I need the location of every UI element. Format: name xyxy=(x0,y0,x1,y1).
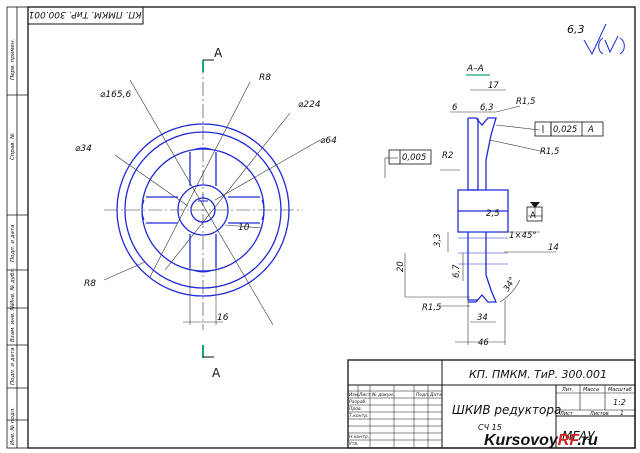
tb-lit: Лит. xyxy=(561,387,574,393)
chamfer-1x45: 1×45° xyxy=(509,231,537,241)
dim-r8-top: R8 xyxy=(259,73,271,83)
dim-25: 2,5 xyxy=(486,209,500,219)
tb-row-prov: Пров. xyxy=(349,406,362,412)
dim-17: 17 xyxy=(488,81,499,91)
dim-67: 6,7 xyxy=(452,264,462,278)
radius-r2: R2 xyxy=(442,151,453,161)
section-marker-top: A xyxy=(214,46,223,60)
tb-col-date: Дата xyxy=(429,392,442,398)
tb-row-nkontr: Н.контр. xyxy=(349,434,369,440)
dim-46: 46 xyxy=(478,338,489,348)
dim-33: 3,3 xyxy=(433,233,443,247)
top-stamp: КП. ПМКМ. ТиР. 300.001 xyxy=(28,9,141,19)
dim-20: 20 xyxy=(396,261,406,272)
front-view: ⌀165,6 R8 ⌀224 ⌀34 ⌀64 R8 10 16 xyxy=(75,60,337,330)
tb-material: СЧ 15 xyxy=(478,423,502,432)
dim-6: 6 xyxy=(452,103,458,113)
dim-10: 10 xyxy=(238,223,250,233)
tb-col-izm: Изм. xyxy=(349,392,360,398)
tb-scale: Масштаб xyxy=(608,387,632,393)
tb-org: МГАУ xyxy=(562,429,595,443)
section-view: A–A 17 6 6,3 R1,5 0,025 A R1,5 R2 0,005 … xyxy=(384,64,604,348)
tb-col-sign: Подп. xyxy=(416,392,430,398)
dim-d64: ⌀64 xyxy=(320,136,337,146)
tb-row-utv: Утв. xyxy=(349,441,358,447)
dim-16: 16 xyxy=(217,313,229,323)
side-label-4: Взам. инв. № xyxy=(10,304,16,342)
datum-a: A xyxy=(530,211,536,221)
tolerance-value: 0,025 xyxy=(553,125,577,135)
roughness-value: 6,3 xyxy=(567,23,585,36)
side-label-5: Подп. и дата xyxy=(10,347,16,385)
tb-scale-value: 1:2 xyxy=(613,398,626,407)
section-markers xyxy=(202,59,214,358)
angle-34: 34° xyxy=(502,275,518,293)
side-label-2: Подп. и дата xyxy=(10,224,16,262)
dim-d224: ⌀224 xyxy=(298,100,321,110)
dim-d34: ⌀34 xyxy=(75,144,92,154)
tb-sheet: Лист xyxy=(559,411,574,417)
roughness-symbol xyxy=(583,23,625,56)
top-stamp-box xyxy=(27,6,144,25)
watermark: KursovoyRF.ru xyxy=(484,432,598,449)
section-title: A–A xyxy=(466,64,484,74)
dim-63: 6,3 xyxy=(480,103,494,113)
runout-value: 0,005 xyxy=(402,153,426,163)
dim-34: 34 xyxy=(477,313,488,323)
section-marker-bottom: A xyxy=(212,366,221,380)
radius-r15-top: R1,5 xyxy=(516,97,535,107)
tb-row-razrab: Разраб. xyxy=(349,399,367,405)
radius-r15-right: R1,5 xyxy=(540,147,559,157)
tb-col-doc: № докум. xyxy=(371,392,394,398)
dim-14: 14 xyxy=(548,243,559,253)
svg-text:KursovoyRF.ru: KursovoyRF.ru xyxy=(484,432,598,449)
tb-sheets: Листов xyxy=(589,411,609,417)
tb-row-tkontr: Т.контр. xyxy=(349,413,369,419)
side-label-3: Инв. № дубл. xyxy=(10,267,16,305)
dim-r8-bottom: R8 xyxy=(84,279,96,289)
title-block-text: КП. ПМКМ. ТиР. 300.001 ШКИВ редуктора Из… xyxy=(349,368,632,447)
dim-d165: ⌀165,6 xyxy=(100,90,131,100)
side-column-labels: Перв. примен. Справ. № Подп. и дата Инв.… xyxy=(10,38,16,445)
title-block xyxy=(347,359,636,449)
side-label-1: Справ. № xyxy=(10,133,16,160)
tb-part-name: ШКИВ редуктора xyxy=(452,403,561,417)
tb-mass: Масса xyxy=(583,387,599,393)
side-label-0: Перв. примен. xyxy=(10,38,16,80)
tb-sheets-value: 1 xyxy=(620,410,624,417)
side-columns xyxy=(6,6,29,449)
side-label-6: Инв. № подл. xyxy=(10,407,16,445)
tb-designation: КП. ПМКМ. ТиР. 300.001 xyxy=(469,368,607,381)
radius-r15-bottom: R1,5 xyxy=(422,303,441,313)
tolerance-ref: A xyxy=(587,125,594,135)
tb-col-list: Лист xyxy=(358,392,371,398)
